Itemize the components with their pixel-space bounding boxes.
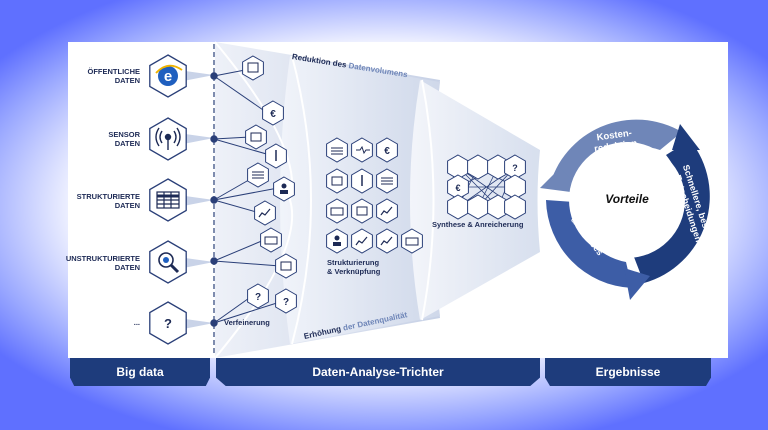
svg-text:€: € <box>455 183 460 193</box>
stage3-label: Synthese & Anreicherung <box>432 220 524 229</box>
funnel-divider-2 <box>291 55 312 345</box>
bar-big-data: Big data <box>70 358 210 386</box>
results-cycle <box>540 119 710 300</box>
stage3-network: € ? <box>447 154 526 220</box>
sensor-icon <box>155 127 181 150</box>
source-label-other: ... <box>133 318 140 327</box>
svg-text:?: ? <box>512 163 518 173</box>
stage1-icons: € ? ? <box>242 55 297 314</box>
stage2-label: Strukturierung& Verknüpfung <box>327 258 381 276</box>
bar-results: Ergebnisse <box>545 358 711 386</box>
svg-text:?: ? <box>283 297 289 308</box>
bar-funnel: Daten-Analyse-Trichter <box>216 358 540 386</box>
table-icon <box>156 191 180 209</box>
svg-text:?: ? <box>255 292 261 303</box>
results-center-label: Vorteile <box>605 192 649 206</box>
globe-e-icon: e <box>155 64 183 86</box>
question-icon: ? <box>164 316 172 331</box>
funnel-divider-3 <box>421 79 435 321</box>
stage1-label: Verfeinerung <box>224 318 270 327</box>
svg-text:e: e <box>164 68 172 85</box>
svg-text:€: € <box>270 109 276 120</box>
svg-text:€: € <box>384 146 390 157</box>
stage2-icons: € <box>326 137 423 254</box>
magnifier-icon <box>158 252 180 274</box>
